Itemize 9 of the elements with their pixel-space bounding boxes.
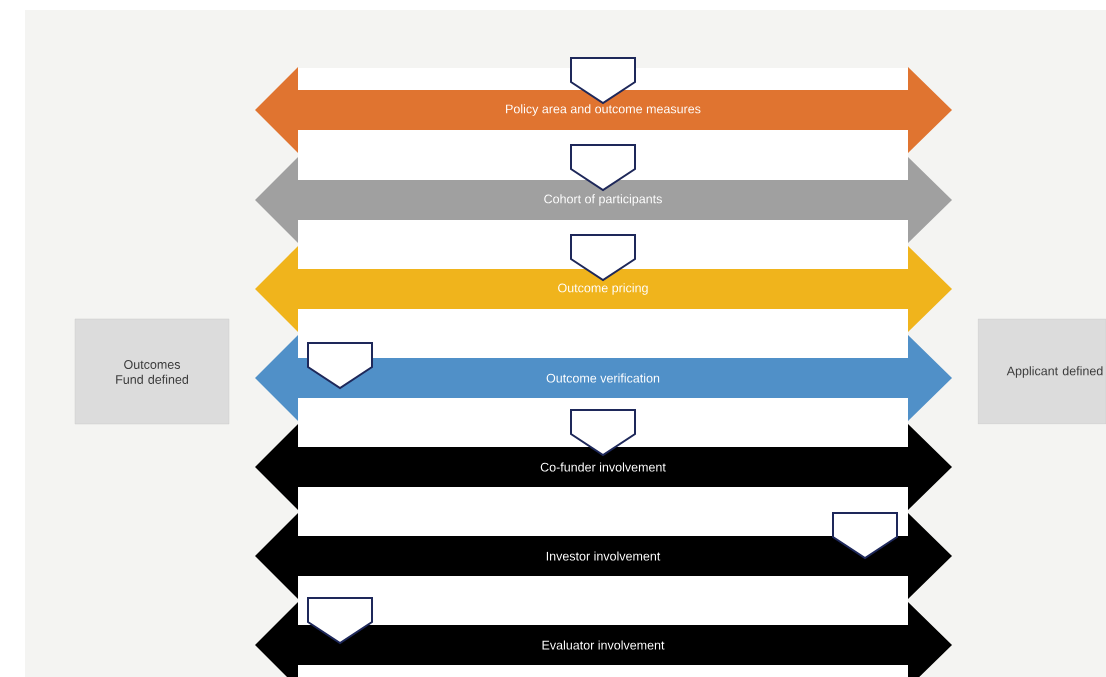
double-arrow-band: Evaluator involvement [255, 602, 952, 677]
double-arrow-band: Policy area and outcome measures [255, 67, 952, 153]
double-arrow-band: Outcome verification [255, 335, 952, 421]
double-arrow-band: Cohort of participants [255, 157, 952, 243]
side-box: Applicant defined [977, 318, 1106, 425]
double-arrow-band: Co-funder involvement [255, 424, 952, 510]
double-arrow-band: Outcome pricing [255, 246, 952, 332]
double-arrow-band: Investor involvement [255, 513, 952, 599]
side-box: Outcomes Fund defined [74, 318, 230, 425]
